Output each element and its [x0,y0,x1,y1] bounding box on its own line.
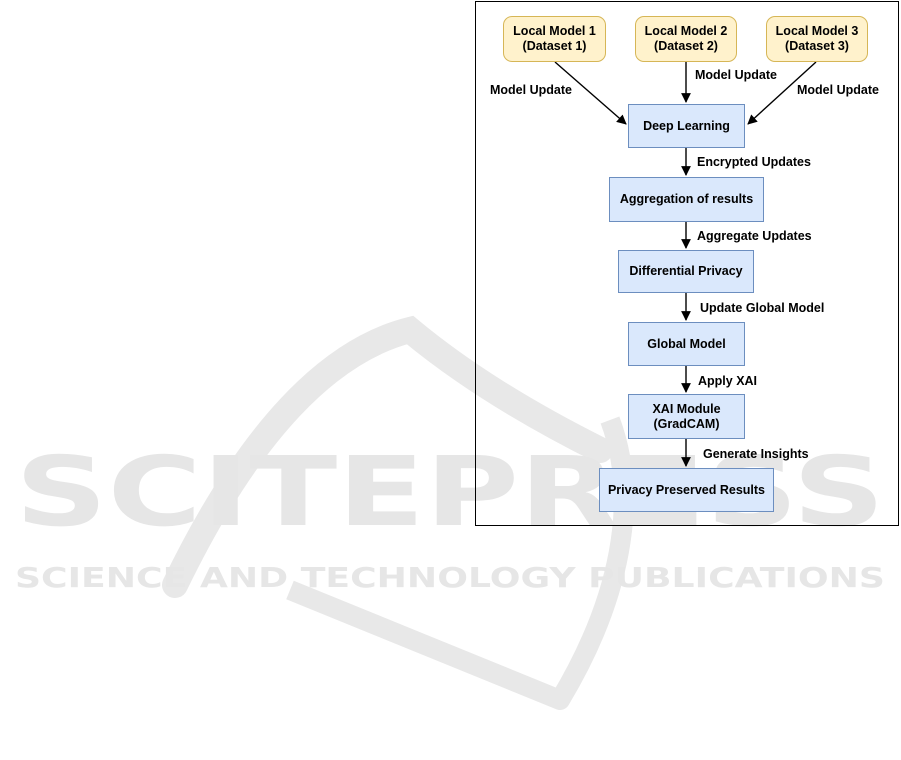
arrow-local1-to-deep-learning [554,61,627,125]
node-local-model-2-line1: Local Model 2 [644,24,728,38]
node-xai-module-line2: (GradCAM) [653,416,720,431]
node-deep-learning: Deep Learning [628,104,745,148]
node-xai-module-line1: XAI Module [652,401,721,416]
node-local-model-3-line2: (Dataset 3) [785,39,849,53]
node-local-model-1-line1: Local Model 1 [513,24,596,38]
node-aggregation-of-results: Aggregation of results [609,177,764,222]
node-deep-learning-label: Deep Learning [643,118,730,133]
node-privacy-preserved-results-label: Privacy Preserved Results [607,482,766,497]
label-encrypted-updates: Encrypted Updates [697,155,811,169]
node-xai-module: XAI Module(GradCAM) [628,394,745,439]
arrow-local3-to-deep-learning [747,61,817,125]
label-generate-insights: Generate Insights [703,447,809,461]
label-apply-xai: Apply XAI [698,374,758,388]
node-local-model-2-line2: (Dataset 2) [654,39,718,53]
node-global-model-label: Global Model [647,336,726,351]
label-update-global-model: Update Global Model [700,301,825,315]
node-local-model-1-line2: (Dataset 1) [522,39,587,53]
node-privacy-preserved-results: Privacy Preserved Results [599,468,774,512]
watermark-tagline: SCIENCE AND TECHNOLOGY PUBLICATIONS [15,561,885,594]
label-model-update-3: Model Update [797,83,879,97]
node-aggregation-label: Aggregation of results [619,192,754,206]
diagram-frame [475,1,899,526]
watermark-book [286,416,634,710]
node-local-model-3: Local Model 3(Dataset 3) [766,16,868,62]
node-local-model-3-line1: Local Model 3 [775,24,859,38]
watermark-swoosh [162,315,613,598]
node-local-model-1: Local Model 1(Dataset 1) [503,16,606,62]
node-differential-privacy-label: Differential Privacy [629,264,743,278]
label-aggregate-updates: Aggregate Updates [697,229,812,243]
label-model-update-1: Model Update [490,83,572,97]
node-global-model: Global Model [628,322,745,366]
label-model-update-2: Model Update [695,68,777,82]
node-differential-privacy: Differential Privacy [618,250,754,293]
node-local-model-2: Local Model 2(Dataset 2) [635,16,737,62]
